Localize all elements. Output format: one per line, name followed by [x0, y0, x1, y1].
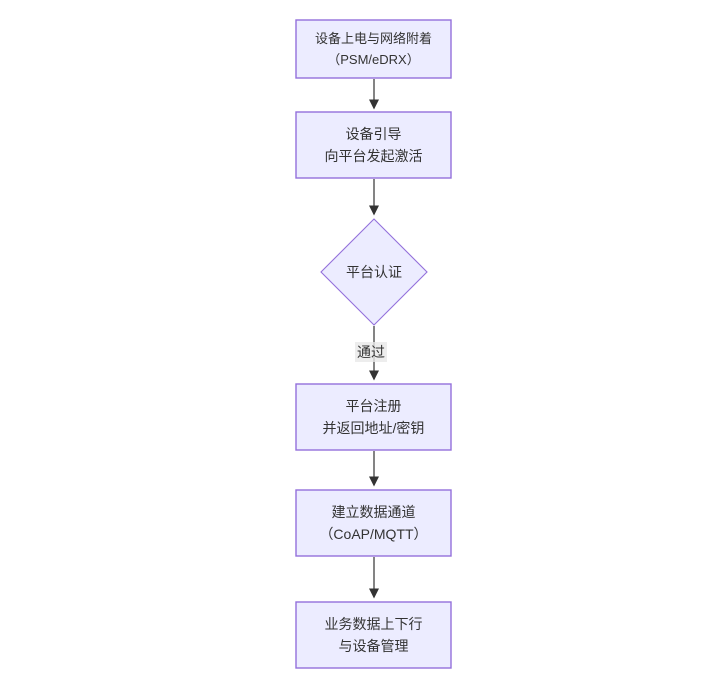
node-shape-bootstrap [295, 111, 452, 179]
node-shape-business-data [295, 601, 452, 669]
node-shape-platform-auth [320, 218, 428, 326]
node-shape-platform-register [295, 383, 452, 451]
edge-label-pass: 通过 [355, 342, 387, 362]
node-shape-power-attach [295, 19, 452, 79]
node-shape-data-channel [295, 489, 452, 557]
